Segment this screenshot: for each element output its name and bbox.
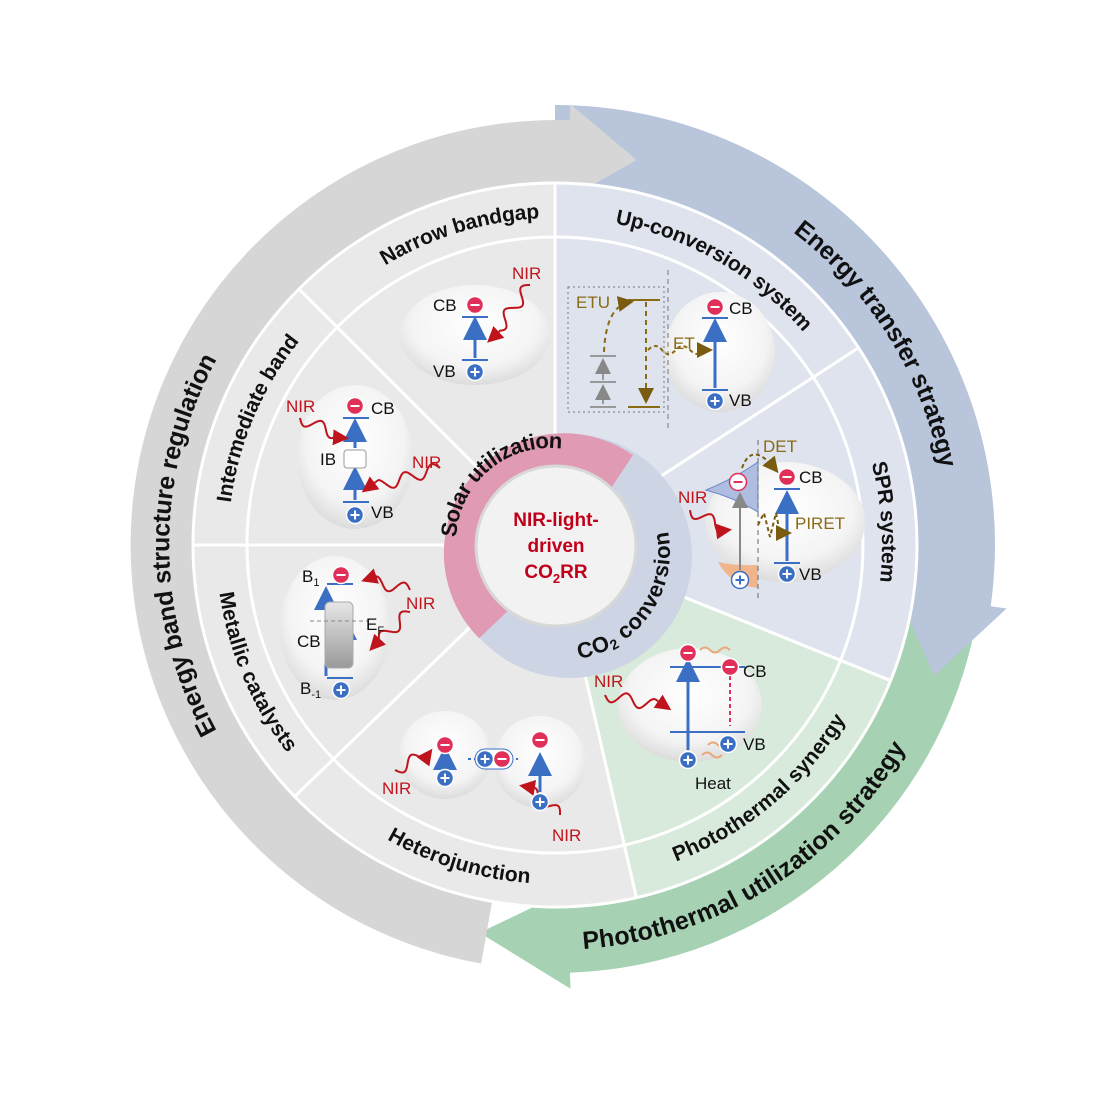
nir-wave-arrow (604, 692, 672, 711)
cb-label: CB (743, 662, 767, 681)
electron-icon (728, 472, 748, 492)
vb-label: VB (799, 565, 822, 584)
et-label: ET (673, 334, 695, 353)
piret-label: PIRET (795, 514, 845, 533)
electron-icon (720, 657, 740, 677)
metallic-band-bar (324, 601, 354, 669)
inner-divider-circle (245, 235, 865, 855)
hole-icon (718, 734, 738, 754)
electron-icon (777, 467, 797, 487)
hole-icon (435, 768, 455, 788)
nir-wave-arrow (394, 748, 433, 774)
etu-label: ETU (576, 293, 610, 312)
intermediate-band-box (343, 449, 367, 469)
nir-wave-arrow (369, 610, 411, 651)
hole-icon (705, 391, 725, 411)
nir-label: NIR (512, 264, 541, 283)
up-conversion-particle (665, 292, 775, 412)
heat-label: Heat (695, 774, 731, 793)
nir-label: NIR (594, 672, 623, 691)
cb-label: CB (371, 399, 395, 418)
electron-icon (345, 396, 365, 416)
nir-wave-arrow (487, 284, 530, 343)
etu-levels (603, 296, 713, 408)
electron-icon (705, 297, 725, 317)
ib-label: IB (320, 450, 336, 469)
electron-icon (678, 643, 698, 663)
hole-icon (331, 680, 351, 700)
nir-label: NIR (406, 594, 435, 613)
nir-wave-arrow (361, 463, 441, 493)
vb-label: VB (433, 362, 456, 381)
diagram-labels: NIR CB VB NIR CB IB NIR VB B1 NIR EF CB … (286, 264, 845, 845)
electron-icon (492, 749, 512, 769)
vb-label: VB (729, 391, 752, 410)
nir-label: NIR (286, 397, 315, 416)
nir-wave-arrow (689, 509, 732, 540)
nir-wave-arrow (299, 417, 349, 446)
hole-icon (475, 749, 495, 769)
nir-label: NIR (412, 453, 441, 472)
energy-band-arrow (130, 104, 637, 964)
b-minus1-label: B-1 (300, 679, 321, 701)
nir-wave-arrow (361, 568, 411, 593)
hole-icon (777, 564, 797, 584)
center-title-line2: driven (527, 536, 584, 557)
etu-sensitizer-levels (590, 355, 616, 408)
center-title-line1: NIR-light- (513, 510, 598, 531)
nir-label: NIR (678, 488, 707, 507)
electron-icon (331, 565, 351, 585)
fermi-label: EF (366, 615, 384, 637)
spr-transfer-arrows (741, 453, 792, 541)
nir-label: NIR (552, 826, 581, 845)
electron-icon (465, 295, 485, 315)
hole-icon (678, 750, 698, 770)
charge-carriers (331, 295, 797, 812)
cb-label: CB (433, 296, 457, 315)
hole-icon (345, 505, 365, 525)
center-circle (474, 464, 638, 628)
photothermal-particle (618, 648, 762, 762)
cb-label: CB (297, 632, 321, 651)
vb-label: VB (371, 503, 394, 522)
electron-icon (530, 730, 550, 750)
nir-label: NIR (382, 779, 411, 798)
center-title-line3: CO2RR (524, 562, 587, 586)
det-label: DET (763, 437, 797, 456)
electron-icon (435, 735, 455, 755)
cb-label: CB (799, 468, 823, 487)
hole-icon (530, 792, 550, 812)
hole-icon (730, 570, 750, 590)
vb-label: VB (743, 735, 766, 754)
cb-label: CB (729, 299, 753, 318)
b1-label: B1 (302, 567, 319, 589)
hole-icon (465, 362, 485, 382)
